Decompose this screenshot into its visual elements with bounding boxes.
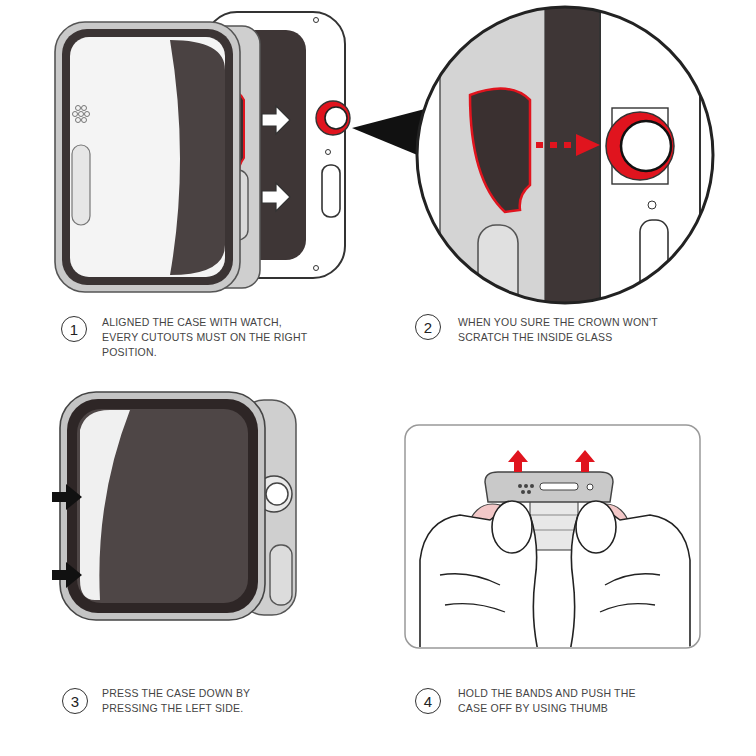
step-instruction: PRESS THE CASE DOWN BY PRESSING THE LEFT… [102, 686, 282, 716]
step-instruction: ALIGNED THE CASE WITH WATCH, EVERY CUTOU… [102, 315, 317, 360]
watch-case [55, 22, 260, 292]
step-instruction: WHEN YOU SURE THE CROWN WON'T SCRATCH TH… [458, 315, 698, 345]
cased-watch [60, 392, 296, 620]
lift-arrow [508, 450, 595, 472]
step-number-circle: 3 [62, 688, 88, 714]
step-number-circle: 4 [415, 688, 441, 714]
zoom-detail [410, 0, 730, 335]
step-number: 4 [424, 694, 432, 709]
step-number-circle: 2 [415, 314, 441, 340]
hands-removing-case [420, 472, 690, 647]
press-arrow [52, 484, 82, 588]
step-number-circle: 1 [61, 316, 87, 342]
step-number: 3 [71, 694, 79, 709]
push-arrow [262, 106, 290, 211]
step-number: 1 [70, 322, 78, 337]
step-number: 2 [424, 320, 432, 335]
step-instruction: HOLD THE BANDS AND PUSH THE CASE OFF BY … [458, 686, 668, 716]
zoom-circle [417, 7, 713, 303]
